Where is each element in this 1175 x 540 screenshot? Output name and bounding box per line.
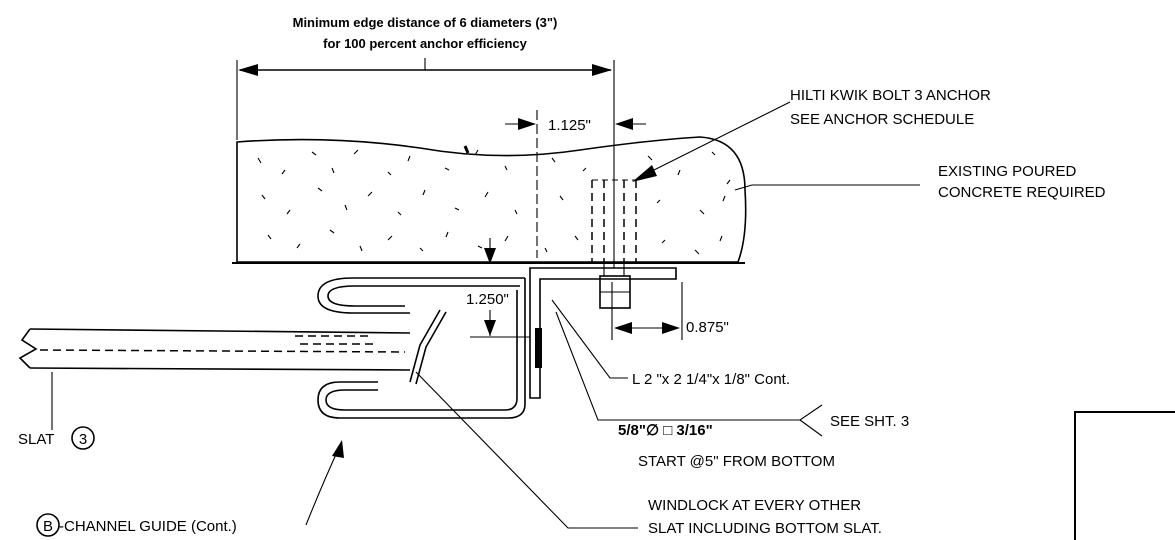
concrete-label-line2: CONCRETE REQUIRED	[938, 184, 1106, 201]
concrete-label-line1: EXISTING POURED	[938, 163, 1077, 180]
dimension-1250-label: 1.250"	[466, 291, 509, 308]
channel-guide-label: -CHANNEL GUIDE (Cont.)	[59, 518, 237, 535]
weld-size-label: 5/8"∅ □ 3/16"	[618, 422, 713, 439]
slat-tag-number: 3	[79, 431, 87, 448]
channel-guide	[317, 277, 526, 419]
channel-tag-letter: B	[43, 518, 53, 535]
edge-distance-label-line2: for 100 percent anchor efficiency	[323, 36, 528, 51]
dimension-1250	[470, 238, 530, 338]
dimension-1125	[505, 110, 646, 258]
dimension-0875-label: 0.875"	[686, 319, 729, 336]
anchor-label-line2: SEE ANCHOR SCHEDULE	[790, 111, 974, 128]
slat	[18, 328, 411, 371]
slat-label: SLAT	[18, 431, 54, 448]
channel-tag-circle	[36, 513, 60, 537]
leader-lines	[51, 101, 920, 529]
windlock	[409, 309, 447, 385]
weld-mark	[535, 328, 542, 368]
dimension-0875	[611, 282, 683, 340]
dimension-1125-label: 1.125"	[548, 117, 591, 134]
concrete-stipple	[257, 149, 731, 255]
slat-tag-circle	[71, 426, 95, 450]
weld-start-label: START @5" FROM BOTTOM	[638, 453, 835, 470]
concrete-slab	[232, 136, 747, 264]
see-sheet-label: SEE SHT. 3	[830, 413, 909, 430]
edge-distance-dimension	[236, 58, 615, 268]
steel-angle	[529, 267, 677, 399]
windlock-label-line1: WINDLOCK AT EVERY OTHER	[648, 497, 861, 514]
anchor-label-line1: HILTI KWIK BOLT 3 ANCHOR	[790, 87, 991, 104]
title-block-edge	[1074, 411, 1175, 540]
windlock-label-line2: SLAT INCLUDING BOTTOM SLAT.	[648, 520, 882, 537]
angle-label: L 2 "x 2 1/4"x 1/8" Cont.	[632, 371, 790, 388]
edge-distance-label-line1: Minimum edge distance of 6 diameters (3"…	[293, 15, 558, 30]
